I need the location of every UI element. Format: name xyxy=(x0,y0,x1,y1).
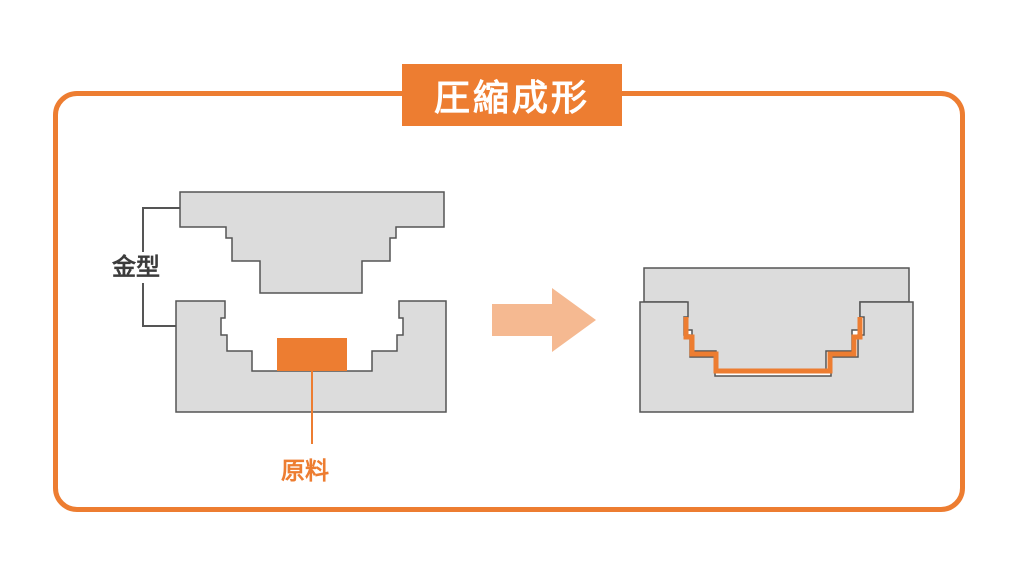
mold-bracket-bottom-line xyxy=(142,283,186,327)
title-banner: 圧縮成形 xyxy=(402,64,622,126)
lower-mold-open xyxy=(175,300,447,413)
raw-material-block xyxy=(277,338,347,371)
mold-bracket-top-line xyxy=(142,207,186,252)
upper-mold-open xyxy=(179,191,445,294)
molded-product xyxy=(683,317,863,374)
right-arrow-icon xyxy=(492,288,596,352)
raw-material-label: 原料 xyxy=(281,457,329,485)
page-title: 圧縮成形 xyxy=(433,78,590,119)
mold-label: 金型 xyxy=(112,253,160,281)
